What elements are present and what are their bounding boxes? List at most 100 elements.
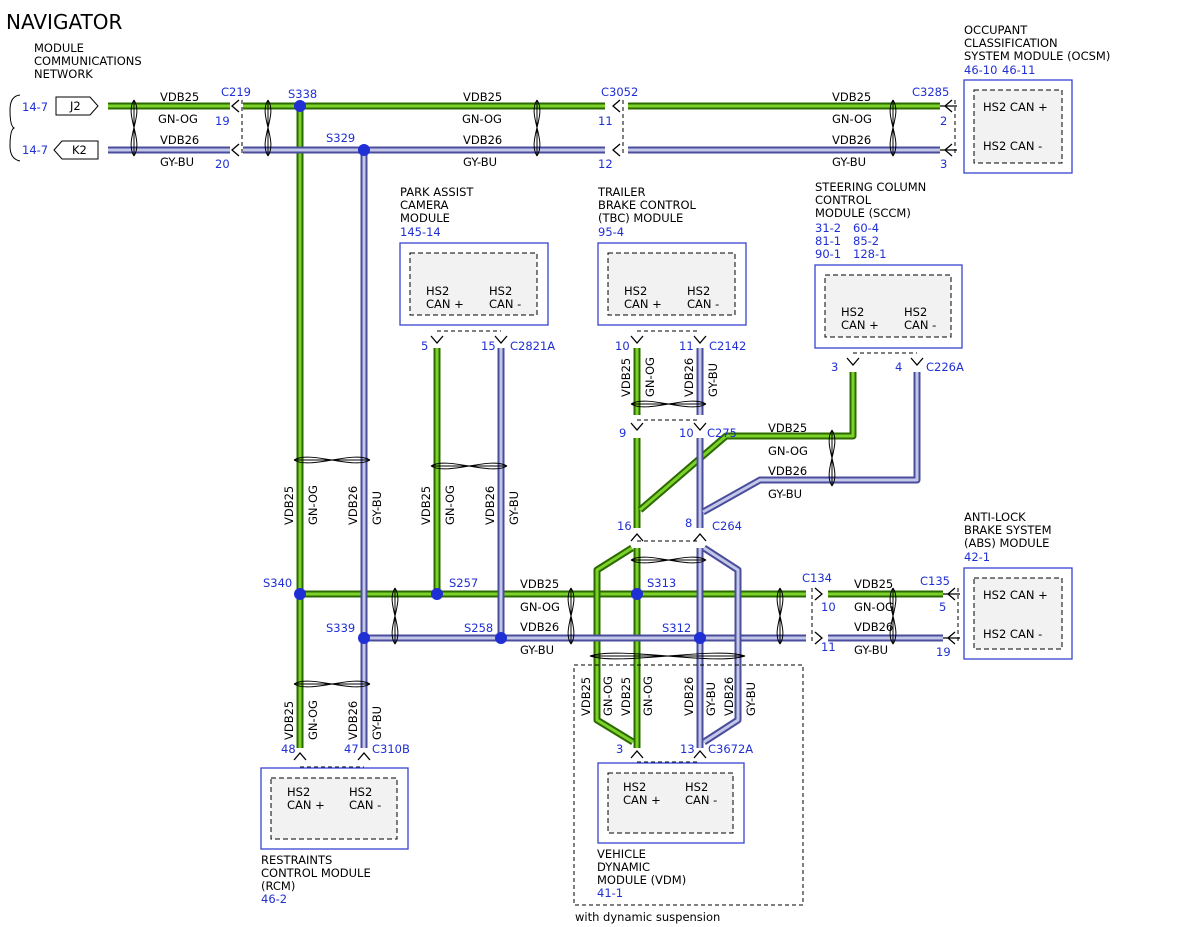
splice-s258-label[interactable]: S258 xyxy=(464,621,493,635)
sccm-pin-can-minus: CAN - xyxy=(904,318,936,332)
wire-label: GN-OG xyxy=(854,600,894,614)
wire-label: GY-BU xyxy=(704,682,718,716)
wire-label: GY-BU xyxy=(768,487,802,501)
wire-label: VDB26 xyxy=(832,133,871,147)
connector-c310b-label[interactable]: C310B xyxy=(372,742,410,756)
module-vdm[interactable]: HS2 CAN + HS2 CAN - VEHICLE DYNAMIC MODU… xyxy=(573,664,804,924)
module-vdm-name-3: MODULE (VDM) xyxy=(597,873,686,887)
wire-labels-horizontal: VDB25 GN-OG VDB26 GY-BU VDB25 GN-OG VDB2… xyxy=(158,90,894,657)
rcm-pin-can-plus: CAN + xyxy=(287,798,325,812)
splice-s338-label[interactable]: S338 xyxy=(288,87,317,101)
pin-c2142-11: 11 xyxy=(679,339,694,353)
splice-s312-dot xyxy=(694,632,706,644)
module-ocsm-name-1: OCCUPANT xyxy=(964,23,1028,37)
pin-c275-9: 9 xyxy=(619,426,626,440)
vdm-pin-can-plus: CAN + xyxy=(623,793,661,807)
wire-label: GN-OG xyxy=(462,112,502,126)
module-sccm-name-2: CONTROL xyxy=(815,193,872,207)
wire-label: GN-OG xyxy=(306,485,320,525)
module-sccm-ref-6: 128-1 xyxy=(853,247,886,261)
wire-label: GN-OG xyxy=(641,676,655,716)
module-tbc[interactable]: TRAILER BRAKE CONTROL (TBC) MODULE 95-4 … xyxy=(597,185,747,326)
module-vdm-ref: 41-1 xyxy=(597,886,623,900)
wire-label: GN-OG xyxy=(520,600,560,614)
pin-c2821a-5: 5 xyxy=(421,339,428,353)
connector-c2142-label[interactable]: C2142 xyxy=(709,339,746,353)
module-pa-name-3: MODULE xyxy=(400,211,450,225)
connector-c275-label[interactable]: C275 xyxy=(707,426,737,440)
module-tbc-name-3: (TBC) MODULE xyxy=(598,211,683,225)
pa-pin-hs2-a: HS2 xyxy=(426,284,449,298)
connector-c226a-label[interactable]: C226A xyxy=(926,360,964,374)
splice-s258-dot xyxy=(495,632,507,644)
connector-c3285-label[interactable]: C3285 xyxy=(912,85,949,99)
module-sccm-ref-2: 60-4 xyxy=(853,221,879,235)
wire-label: VDB25 xyxy=(282,701,296,740)
vdm-option-note: with dynamic suspension xyxy=(575,910,720,924)
wire-label: VDB25 xyxy=(619,677,633,716)
rcm-pin-hs2-b: HS2 xyxy=(349,785,372,799)
vdm-pin-hs2-a: HS2 xyxy=(623,780,646,794)
splice-s312-label[interactable]: S312 xyxy=(662,621,691,635)
connector-c219-label[interactable]: C219 xyxy=(221,85,251,99)
module-sccm-ref-5: 90-1 xyxy=(815,247,841,261)
pin-c134-11: 11 xyxy=(821,640,836,654)
module-rcm-name-2: CONTROL MODULE xyxy=(261,866,371,880)
splice-s339-label[interactable]: S339 xyxy=(326,621,355,635)
connector-symbols xyxy=(231,99,959,768)
wire-label: GN-OG xyxy=(768,444,808,458)
wire-label: GN-OG xyxy=(643,357,657,397)
splice-s257-label[interactable]: S257 xyxy=(449,576,478,590)
module-entry-arrows xyxy=(940,105,960,639)
splice-s257-dot xyxy=(431,588,443,600)
pin-c264-8: 8 xyxy=(685,516,692,530)
sccm-pin-hs2-a: HS2 xyxy=(841,305,864,319)
wire-label: VDB26 xyxy=(682,677,696,716)
abs-pin-can-plus: HS2 CAN + xyxy=(983,588,1048,602)
pin-c3052-11: 11 xyxy=(598,114,613,128)
module-ocsm-name-3: SYSTEM MODULE (OCSM) xyxy=(964,49,1110,63)
pa-pin-can-minus: CAN - xyxy=(489,297,521,311)
module-rcm[interactable]: HS2 CAN + HS2 CAN - RESTRAINTS CONTROL M… xyxy=(260,767,409,906)
splice-points xyxy=(294,100,706,644)
wire-label: GY-BU xyxy=(744,682,758,716)
module-ocsm[interactable]: OCCUPANT CLASSIFICATION SYSTEM MODULE (O… xyxy=(963,23,1110,174)
splice-s340-label[interactable]: S340 xyxy=(263,576,292,590)
module-sccm[interactable]: STEERING COLUMN CONTROL MODULE (SCCM) 31… xyxy=(814,180,963,349)
connector-c135-label[interactable]: C135 xyxy=(920,574,950,588)
wire-label: VDB26 xyxy=(520,620,559,634)
wire-label: VDB26 xyxy=(346,701,360,740)
module-abs[interactable]: ANTI-LOCK BRAKE SYSTEM (ABS) MODULE 42-1… xyxy=(963,510,1073,660)
wire-label: GY-BU xyxy=(507,491,521,525)
pin-c310b-47: 47 xyxy=(344,742,359,756)
splice-s329-label[interactable]: S329 xyxy=(326,131,355,145)
wires-blue xyxy=(108,146,943,748)
pin-c219-20: 20 xyxy=(215,157,230,171)
wire-label: GN-OG xyxy=(443,485,457,525)
page-ref-k2[interactable]: 14-7 xyxy=(22,143,48,157)
connector-c3052-label[interactable]: C3052 xyxy=(601,85,638,99)
j2-flag-label: J2 xyxy=(69,99,81,113)
wire-label: VDB26 xyxy=(483,486,497,525)
connector-c3672a-label[interactable]: C3672A xyxy=(708,742,753,756)
connector-c264-label[interactable]: C264 xyxy=(712,519,742,533)
tbc-pin-hs2-b: HS2 xyxy=(687,284,710,298)
module-park-assist-camera[interactable]: PARK ASSIST CAMERA MODULE 145-14 HS2 CAN… xyxy=(399,185,549,326)
wire-label: VDB26 xyxy=(682,358,696,397)
wire-label: GN-OG xyxy=(158,112,198,126)
pa-pin-can-plus: CAN + xyxy=(426,297,464,311)
wire-label: VDB26 xyxy=(722,677,736,716)
wire-label: GN-OG xyxy=(601,676,615,716)
module-abs-name-2: BRAKE SYSTEM xyxy=(964,523,1052,537)
module-pa-ref: 145-14 xyxy=(400,225,441,239)
module-tbc-ref: 95-4 xyxy=(598,225,624,239)
pin-c3052-12: 12 xyxy=(598,157,613,171)
module-abs-name-3: (ABS) MODULE xyxy=(964,536,1049,550)
connector-c2821a-label[interactable]: C2821A xyxy=(510,339,555,353)
vdm-pin-can-minus: CAN - xyxy=(685,793,717,807)
module-abs-name-1: ANTI-LOCK xyxy=(964,510,1026,524)
module-rcm-name-1: RESTRAINTS xyxy=(261,853,332,867)
connector-c134-label[interactable]: C134 xyxy=(802,571,832,585)
splice-s313-label[interactable]: S313 xyxy=(647,576,676,590)
page-ref-j2[interactable]: 14-7 xyxy=(22,100,48,114)
